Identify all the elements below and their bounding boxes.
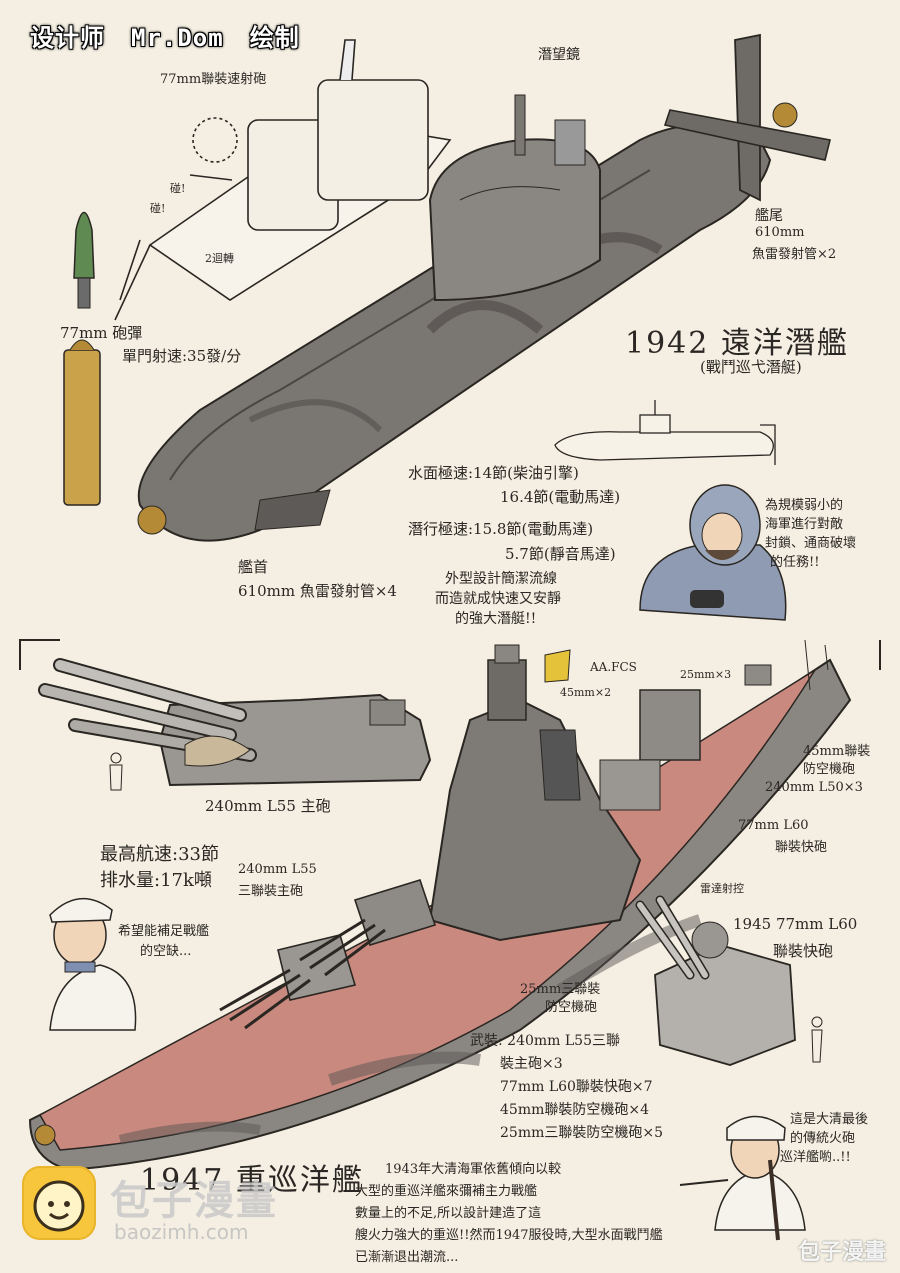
credit-drawn: 绘制 (249, 24, 300, 52)
shell-label: 77mm 砲彈 (60, 324, 143, 342)
captain-note-1: 希望能補足戰艦 (118, 924, 210, 939)
hooded-officer (639, 484, 787, 621)
turret-label-1: 240mm L55 (238, 862, 317, 877)
periscope-label: 潛望鏡 (538, 47, 580, 63)
main-turret-illustration (38, 658, 432, 787)
dive-speed: 潛行極速:15.8節(電動馬達) (408, 520, 594, 538)
story-4: 已漸漸退出潮流... (355, 1250, 459, 1265)
design-note-3: 的強大潛艇!! (455, 611, 537, 627)
submarine-title: 1942 遠洋潛艦 (625, 326, 849, 361)
bow-tubes: 610mm 魚雷發射管×4 (238, 582, 397, 600)
submarine-gun-sketch (114, 39, 452, 321)
aa-45-label: 45mm×2 (560, 686, 612, 699)
last-note-2: 的傳統火砲 (790, 1131, 856, 1146)
turret-label-2: 三聯裝主砲 (238, 884, 304, 899)
gun-1945-2: 聯裝快砲 (773, 942, 834, 960)
story-0: 1943年大清海軍依舊傾向以較 (385, 1162, 562, 1177)
officer-note-2: 海軍進行對敵 (765, 517, 844, 532)
aa-45-right-2: 防空機砲 (803, 762, 856, 777)
last-note-3: 巡洋艦喲..!! (780, 1150, 851, 1165)
submarine-profile (554, 400, 776, 465)
bow-label: 艦首 (238, 558, 269, 576)
shell-illustration (63, 211, 101, 506)
watermark-url: baozimh.com (114, 1220, 249, 1244)
officer-note-4: 的任務!! (770, 555, 820, 570)
displacement: 排水量:17k噸 (100, 870, 212, 891)
captain-illustration (49, 897, 137, 1031)
stern-tubes-size: 610mm (755, 225, 805, 240)
officer-note-1: 為規模弱小的 (765, 498, 844, 513)
submarine-subtitle: (戰鬥巡弋潛艇) (700, 358, 802, 376)
watermark-logo-icon (22, 1166, 96, 1240)
submarine-illustration (137, 33, 831, 542)
surface-speed: 水面極速:14節(柴油引擎) (408, 464, 579, 482)
stern-label: 艦尾 (755, 208, 783, 224)
armament-0: 武裝: 240mm L55三聯 (470, 1033, 621, 1049)
officer-illustration (679, 1115, 806, 1241)
officer-note-3: 封鎖、通商破壞 (765, 536, 857, 551)
twin-gun-1945-illustration (635, 895, 823, 1066)
scale-person (109, 752, 123, 791)
max-speed: 最高航速:33節 (100, 844, 219, 865)
stern-tubes: 魚雷發射管×2 (752, 247, 837, 262)
gun-77-l60-2: 聯裝快砲 (775, 840, 828, 855)
sub-gun-title: 77mm聯裝速射砲 (160, 72, 267, 87)
aa-25-triple-2: 防空機砲 (545, 1000, 598, 1015)
armament-3: 45mm聯裝防空機砲×4 (500, 1102, 650, 1118)
cruiser-illustration (28, 639, 852, 1172)
story-1: 大型的重巡洋艦來彌補主力戰艦 (355, 1184, 538, 1199)
watermark-text: 包子漫畫 (110, 1178, 278, 1224)
aa-25-label: 25mm×3 (680, 668, 732, 681)
gun-77-l60-1: 77mm L60 (738, 818, 809, 833)
credit-banner: 设计师 Mr.Dom 绘制 (30, 18, 326, 53)
credit-designer: 设计师 (30, 24, 105, 52)
armament-4: 25mm三聯裝防空機砲×5 (500, 1125, 664, 1141)
sfx-bang-2: 碰! (150, 202, 166, 215)
frame-corner (19, 639, 60, 670)
design-note-2: 而造就成快速又安靜 (435, 591, 561, 607)
story-3: 艘火力強大的重巡!!然而1947服役時,大型水面戰鬥艦 (355, 1228, 663, 1243)
surface-speed-2: 16.4節(電動馬達) (500, 488, 621, 506)
captain-note-2: 的空缺... (140, 944, 192, 959)
watermark-corner: 包子漫畫 (797, 1240, 886, 1265)
sfx-rotate: 2迴轉 (205, 252, 234, 265)
dive-speed-2: 5.7節(靜音馬達) (505, 545, 616, 563)
cruiser-title: 1947 重巡洋艦 (140, 1163, 364, 1198)
aa-25-triple-1: 25mm三聯裝 (520, 982, 601, 997)
last-note-1: 這是大清最後 (790, 1112, 869, 1127)
armament-2: 77mm L60聯裝快砲×7 (500, 1079, 653, 1095)
fire-rate: 單門射速:35發/分 (122, 347, 242, 365)
gun-240-l50: 240mm L50×3 (765, 780, 863, 795)
story-2: 數量上的不足,所以設計建造了這 (355, 1206, 542, 1221)
armament-1: 裝主砲×3 (500, 1056, 563, 1072)
aa-45-right-1: 45mm聯裝 (803, 744, 871, 759)
main-gun-caption: 240mm L55 主砲 (205, 797, 331, 815)
radar-fc-label: 雷達射控 (700, 882, 744, 895)
design-note-1: 外型設計簡潔流線 (445, 571, 557, 587)
aa-fcs-label: AA.FCS (590, 660, 637, 674)
sfx-bang-1: 碰! (170, 182, 186, 195)
gun-1945-1: 1945 77mm L60 (733, 915, 858, 933)
credit-author: Mr.Dom (131, 24, 224, 52)
